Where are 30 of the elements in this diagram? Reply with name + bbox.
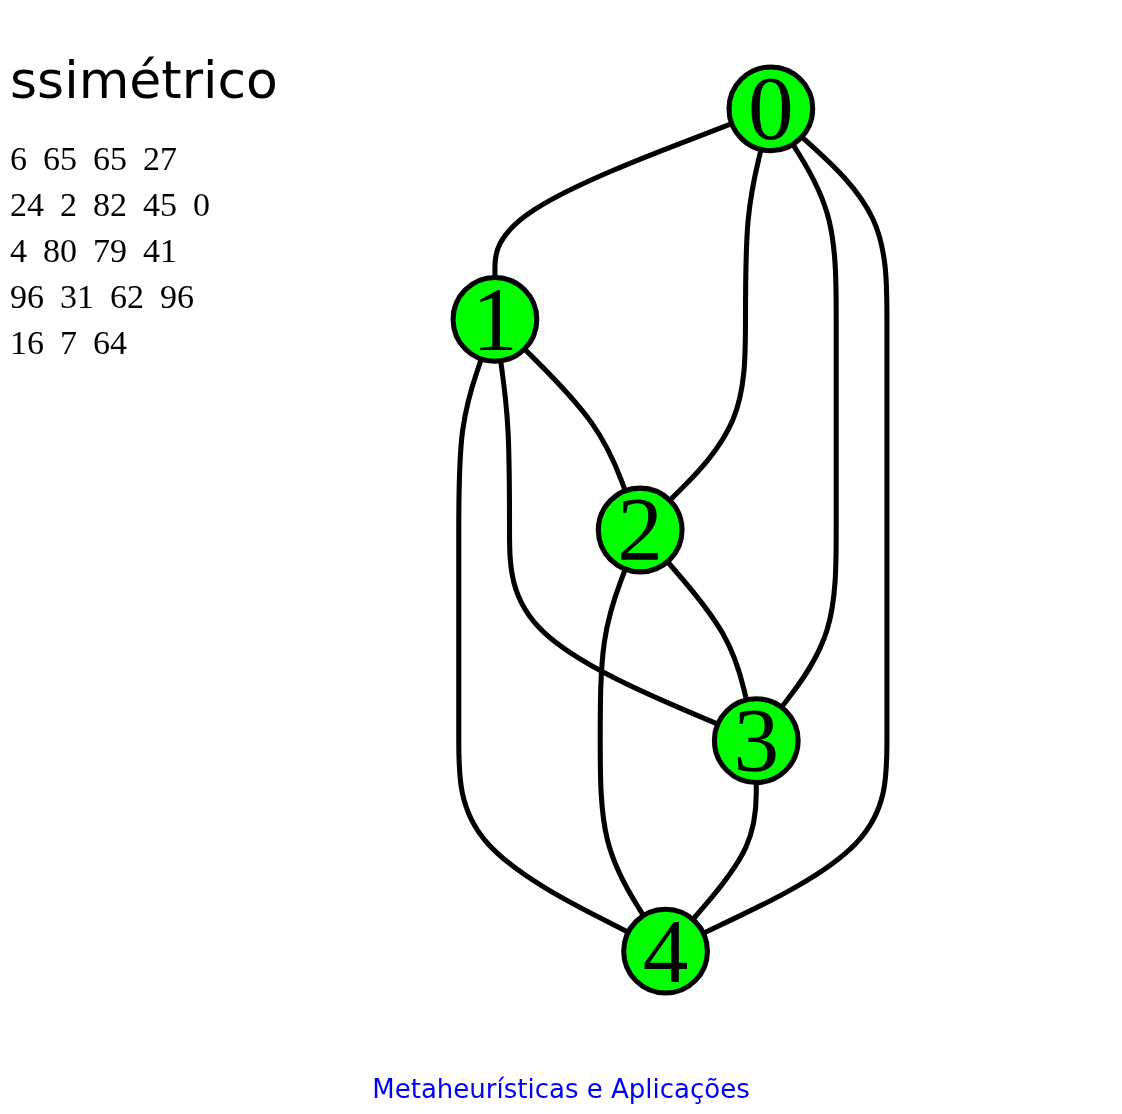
connector	[702, 135, 890, 936]
weight-label: 31	[60, 278, 94, 316]
weight-label: 24	[10, 186, 44, 224]
connector	[779, 143, 839, 709]
weight-label: 4	[10, 232, 27, 270]
title: ssimétrico	[10, 50, 278, 110]
weight-label: 96	[160, 278, 194, 316]
weight-label: 41	[143, 232, 177, 270]
weight-label: 65	[93, 140, 127, 178]
weight-label: 7	[60, 324, 77, 362]
weight-label: 27	[143, 140, 177, 178]
node-circle: 3	[711, 696, 801, 785]
weight-label: 79	[93, 232, 127, 270]
weight-label: 65	[43, 140, 77, 178]
weight-label: 6	[10, 140, 27, 178]
weight-label: 62	[110, 278, 144, 316]
weight-label: 80	[43, 232, 77, 270]
connector	[690, 782, 759, 922]
node-circle: 2	[595, 485, 685, 575]
caption: Metaheurísticas e Aplicações	[371, 1074, 751, 1104]
weight-label: 0	[193, 186, 210, 224]
node-circle: 1	[450, 275, 540, 364]
weight-label: 64	[93, 324, 127, 362]
weight-label: 96	[10, 278, 44, 316]
node-circle: 0	[726, 64, 816, 154]
weight-label: 82	[93, 186, 127, 224]
weight-label: 2	[60, 186, 77, 224]
weight-label: 16	[10, 324, 44, 362]
weight-label: 45	[143, 186, 177, 224]
node-circle: 4	[621, 906, 710, 996]
